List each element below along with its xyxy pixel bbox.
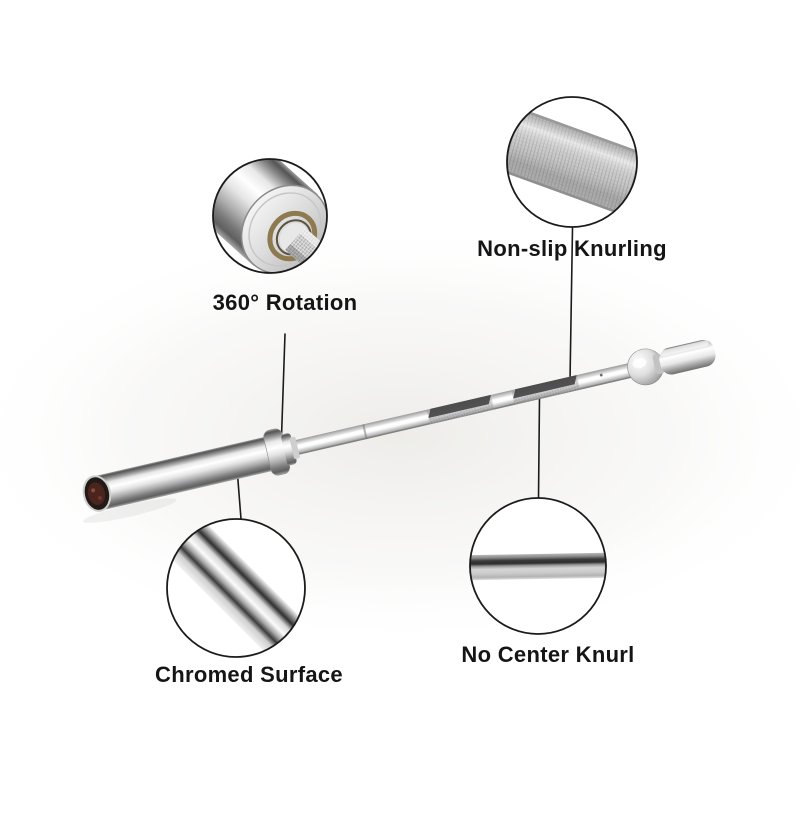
callout-detail-no-center-knurl [470,498,606,634]
left-sleeve [82,436,277,512]
callout-circle-chromed-surface [166,518,306,658]
callout-circle-rotation [212,158,328,274]
callout-circle-no-center-knurl [469,497,607,635]
leader-line-no-center-knurl [537,396,541,499]
label-no-center-knurl: No Center Knurl [461,642,635,667]
shaft-ring-mark [362,424,368,440]
callout-circle-knurling [506,96,638,228]
photo-backdrop [0,220,800,650]
label-chromed-surface: Chromed Surface [155,662,343,687]
label-non-slip-knurling: Non-slip Knurling [477,236,667,261]
leader-line-knurling [569,227,574,382]
callout-detail-chromed-surface [167,519,305,657]
label-360-rotation: 360° Rotation [212,290,358,315]
knurl-band-left [426,394,495,425]
barbell [82,339,716,523]
leader-line-rotation [280,333,286,438]
shaft-dot-mark [599,373,603,377]
right-sleeve [659,339,716,375]
callout-detail-knurling [507,97,637,227]
right-collar [627,348,665,386]
knurl-band-right [511,375,580,405]
left-collar [263,428,300,476]
